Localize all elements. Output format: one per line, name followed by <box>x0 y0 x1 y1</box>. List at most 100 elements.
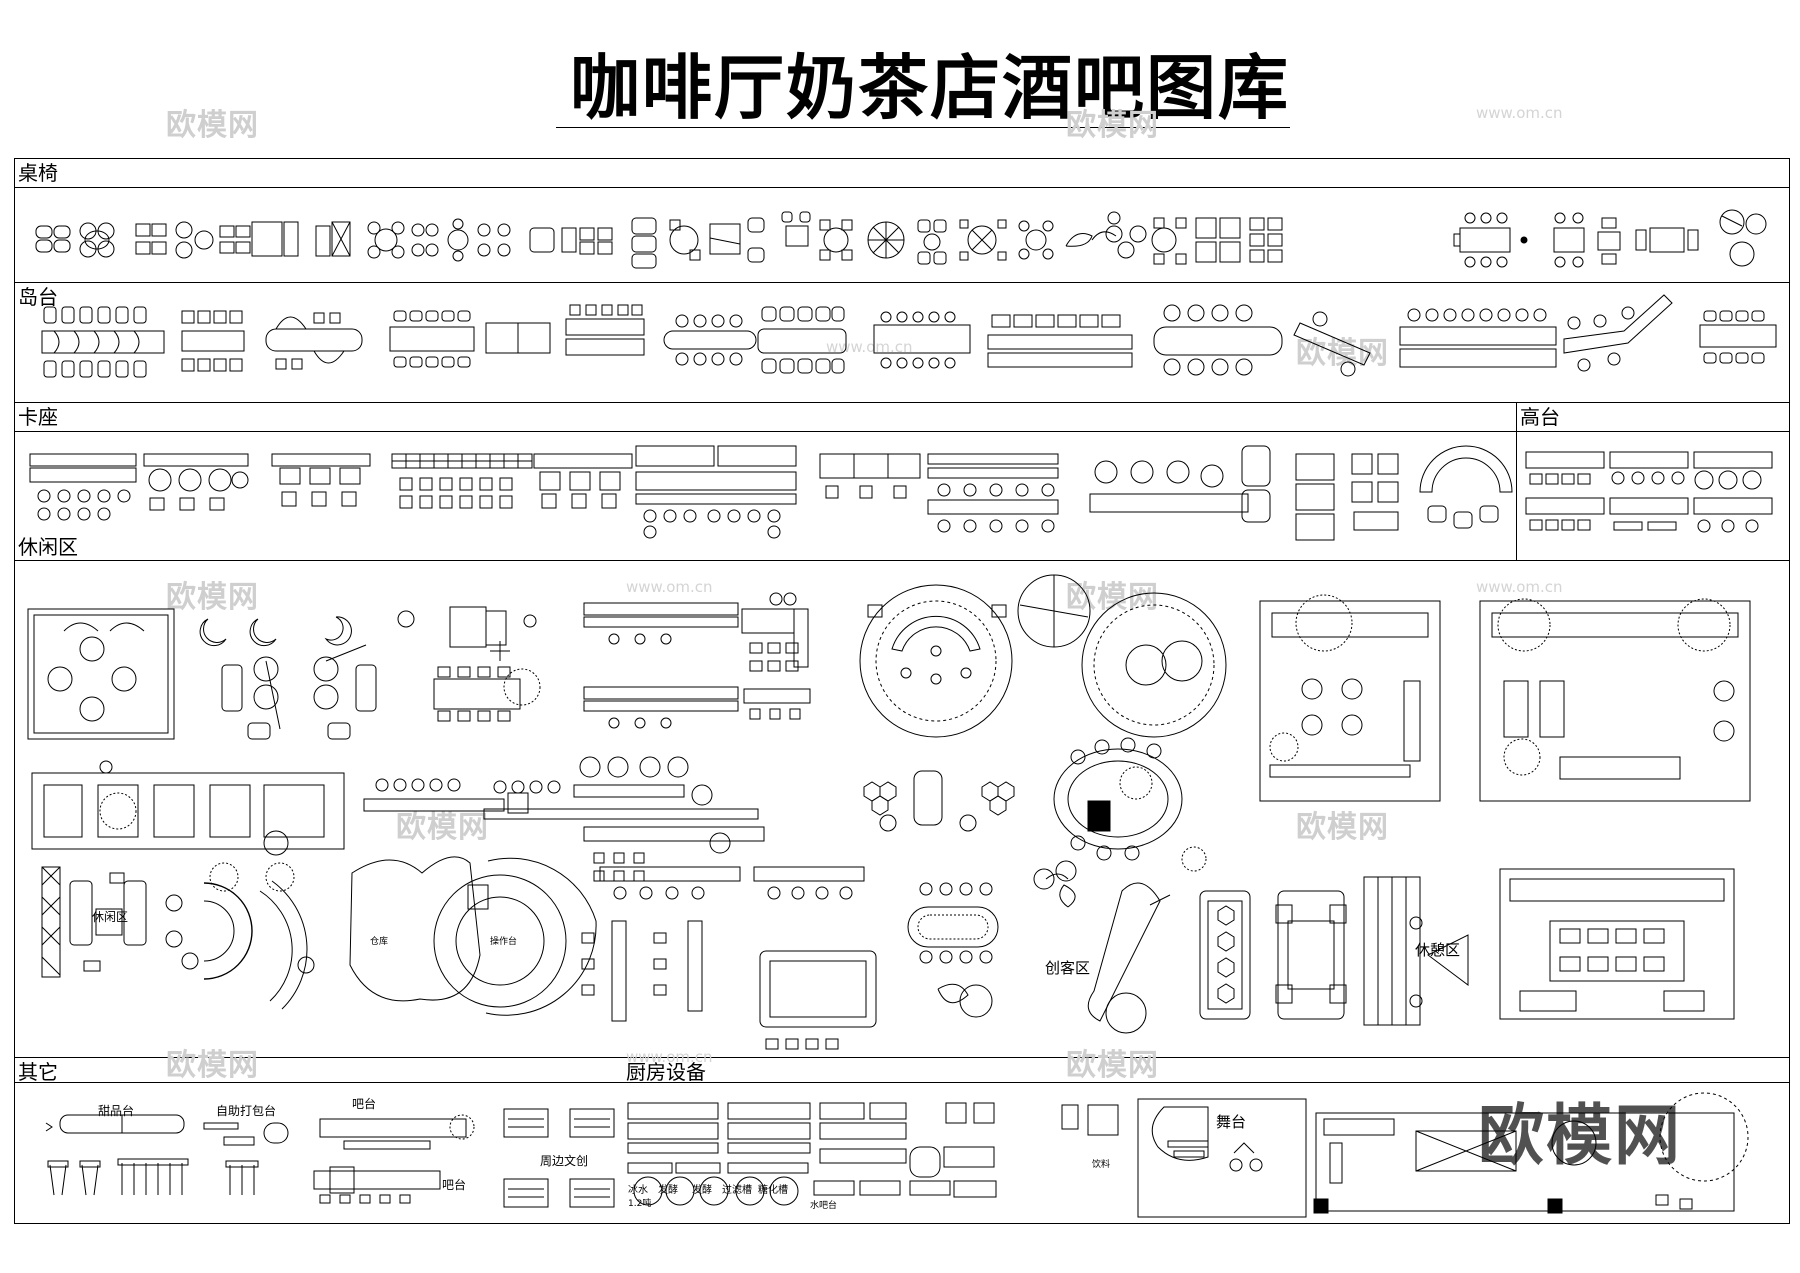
high-table-set <box>1526 452 1772 532</box>
divider-other-header <box>14 1082 1790 1083</box>
section-label-booth: 卡座 <box>18 405 58 429</box>
self-pack-counter-label: 自助打包台 <box>216 1104 277 1118</box>
fermentation-label: 发酵 <box>692 1185 712 1196</box>
lounge-bar <box>364 757 764 881</box>
lounge-section <box>14 561 1790 1057</box>
lounge-sofa-set <box>1200 891 1346 1019</box>
lounge-hex-seats <box>864 771 1014 831</box>
operation-desk-label: 操作台 <box>490 937 518 947</box>
lounge-circular-bar <box>860 575 1226 737</box>
watermark-url: www.om.cn <box>626 1048 713 1066</box>
bar-counter <box>314 1115 474 1203</box>
watermark-brand: 欧模网 <box>166 108 259 143</box>
stage-label: 舞台 <box>1216 1113 1247 1131</box>
lounge-operation-area <box>350 857 596 1015</box>
divider-high-table <box>1516 402 1517 560</box>
section-label-other: 其它 <box>18 1060 58 1084</box>
watermark-brand: 欧模网 <box>166 1048 259 1083</box>
peripheral-shelves <box>504 1109 614 1207</box>
divider-tables-header <box>14 187 1790 188</box>
divider-island <box>14 282 1790 283</box>
divider-lounge <box>14 560 1790 561</box>
lounge-oval <box>1054 738 1206 871</box>
watermark-url: www.om.cn <box>1476 578 1563 596</box>
island-counter <box>1400 295 1672 371</box>
library-frame <box>14 158 1790 1224</box>
lounge-counter <box>754 867 876 1049</box>
watermark-brand: 欧模网 <box>1066 580 1159 615</box>
section-label-lounge: 休闲区 <box>18 535 78 559</box>
island-counter <box>758 307 970 373</box>
lounge-bar <box>584 593 810 728</box>
island-counter <box>266 313 362 369</box>
section-label-island: 岛台 <box>18 285 58 309</box>
watermark-brand: 欧模网 <box>1066 1048 1159 1083</box>
bar-room-plan <box>1314 1093 1748 1213</box>
lounge-kitchen-room <box>1500 869 1734 1019</box>
booth-row <box>14 432 1790 560</box>
bar-counter-label: 吧台 <box>352 1097 377 1111</box>
watermark-brand: 欧模网 <box>1066 108 1159 143</box>
dessert-counter <box>46 1115 288 1195</box>
round-table-set <box>368 219 612 261</box>
watermark-brand: 欧模网 <box>166 580 259 615</box>
lounge-counter <box>582 867 740 1021</box>
capacity-label: 1.2吨 <box>628 1199 652 1209</box>
section-label-kitchen: 厨房设备 <box>626 1060 706 1084</box>
island-counter <box>1700 311 1776 363</box>
lounge-oval-table <box>908 883 998 1017</box>
lounge-partition <box>42 867 146 977</box>
island-counter <box>988 315 1132 367</box>
sugar-tank-label: 糖化槽 <box>758 1185 788 1196</box>
divider-other <box>14 1057 1790 1058</box>
title-underline <box>556 127 1290 128</box>
watermark-brand: 欧模网 <box>1296 810 1389 845</box>
dining-set <box>1454 210 1766 267</box>
booth-set <box>272 454 532 508</box>
fermentation-label: 发酵 <box>658 1185 678 1196</box>
lounge-chair-set <box>1066 212 1282 264</box>
filter-tank-label: 过滤槽 <box>722 1185 752 1196</box>
watermark-url: www.om.cn <box>1476 104 1563 122</box>
lounge-desk <box>398 607 540 721</box>
watermark-url: www.om.cn <box>626 578 713 596</box>
maker-area-label: 创客区 <box>1045 959 1091 977</box>
lounge-room <box>32 761 344 855</box>
section-label-tables-chairs: 桌椅 <box>18 161 58 185</box>
drinks-label: 饮料 <box>1092 1160 1111 1170</box>
island-counter <box>566 305 756 365</box>
ice-water-label: 冰水 <box>628 1185 648 1196</box>
section-label-high-table: 高台 <box>1520 405 1560 429</box>
island-counter <box>42 307 164 377</box>
stage <box>1138 1099 1306 1217</box>
chair-set <box>36 223 114 257</box>
page-title: 咖啡厅奶茶店酒吧图库 <box>570 46 1290 129</box>
rest-area-label: 休憩区 <box>1415 941 1461 959</box>
lounge-room <box>1480 599 1750 801</box>
watermark-url: www.om.cn <box>826 338 913 356</box>
booth-set <box>30 454 248 520</box>
storage-label: 仓库 <box>370 937 389 947</box>
armchair-set <box>632 212 810 268</box>
island-counter <box>182 311 244 371</box>
other-section <box>14 1083 1790 1223</box>
lounge-chairs <box>200 617 376 739</box>
lounge-circle-bar <box>166 863 314 1009</box>
watermark-big: 欧模网 <box>1478 1097 1682 1174</box>
island-counter <box>1154 305 1370 376</box>
divider-booth-header <box>14 431 1790 432</box>
lounge-area-label: 休闲区 <box>92 910 129 924</box>
lounge-room <box>1260 595 1440 801</box>
dessert-counter-label: 甜品台 <box>98 1104 135 1118</box>
water-bar-label: 水吧台 <box>810 1201 838 1211</box>
bar-counter-label-2: 吧台 <box>442 1178 467 1192</box>
lounge-maker-area <box>1034 861 1170 1033</box>
square-table-set <box>820 220 1053 264</box>
divider-booth <box>14 402 1790 403</box>
booth-set <box>534 446 796 538</box>
peripheral-creative-label: 周边文创 <box>540 1154 589 1168</box>
kitchen-equipment <box>628 1103 1118 1205</box>
island-counter <box>390 311 550 367</box>
lounge-rest-area <box>1364 877 1468 1025</box>
booth-set <box>1090 446 1512 540</box>
